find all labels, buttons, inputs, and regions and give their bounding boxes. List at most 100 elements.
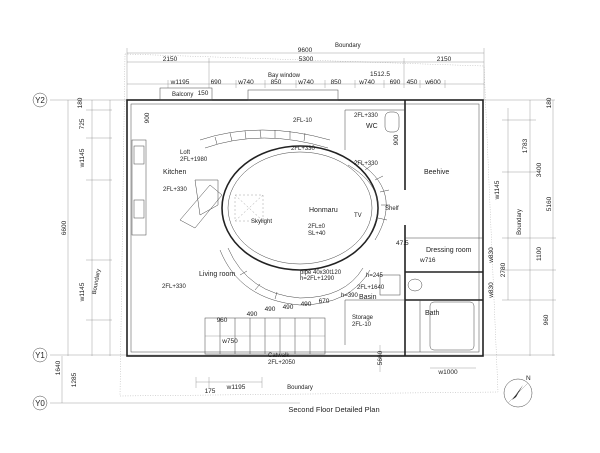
- straight-stair: [204, 317, 326, 355]
- room-wc: WC: [366, 123, 378, 130]
- room-storage: Storage: [352, 315, 374, 321]
- dim-row-2: w740: [237, 79, 254, 86]
- room-dressing: Dressing room: [426, 247, 472, 254]
- note-pipe-b: h=2FL+1290: [300, 276, 335, 282]
- dim-row-3: 850: [271, 79, 282, 86]
- dim-left-w1145-bottom: w1145: [79, 282, 86, 302]
- dim-row-7: 690: [390, 79, 401, 86]
- room-storage-level: 2FL-10: [352, 322, 372, 328]
- room-catwalk: Catwalk: [268, 353, 290, 359]
- exterior-walls: [126, 87, 484, 357]
- note-pipe-a: pipe 40x30t120: [300, 270, 342, 276]
- dim-right-960: 960: [543, 314, 550, 325]
- dim-left-a: 725: [79, 118, 86, 129]
- right-dimension-lines: [502, 100, 556, 356]
- dim-bottom-w1195: w1195: [226, 384, 246, 391]
- dim-stair-5: 670: [319, 298, 330, 305]
- dim-boundary-bottom: Boundary: [287, 385, 313, 391]
- drawing-title: Second Floor Detailed Plan: [288, 405, 379, 414]
- dim-stair-3: 490: [283, 304, 294, 311]
- site-boundary-line: [119, 53, 499, 397]
- level-2fl0: 2FL±0: [308, 224, 326, 230]
- curved-stairs: [199, 129, 390, 306]
- dim-47-5: 47.5: [396, 240, 409, 247]
- dim-row-9: w600: [424, 79, 441, 86]
- dim-row-5: 850: [331, 79, 342, 86]
- bath-fixtures: [379, 111, 475, 351]
- dim-left-top: 180: [77, 97, 84, 108]
- dim-boundary-top: Boundary: [335, 43, 361, 49]
- dim-right-1783: 1783: [522, 138, 529, 153]
- room-loft: Loft: [180, 150, 190, 156]
- level-2fl330-b: 2FL+330: [354, 113, 379, 119]
- dim-bottom-5660: 5660: [377, 350, 384, 365]
- dim-bottom-175: 175: [205, 388, 216, 395]
- room-bay-window: Bay window: [268, 73, 301, 79]
- top-dimension-lines: [126, 48, 485, 100]
- room-balcony: Balcony: [172, 92, 193, 98]
- level-2fl1640: 2FL+1640: [357, 285, 385, 291]
- note-h245: h=245: [366, 273, 384, 279]
- dim-stair-4: 490: [301, 301, 312, 308]
- dim-row-6: w740: [358, 79, 375, 86]
- dim-right-5160: 5160: [546, 196, 553, 211]
- dim-row-1: 690: [211, 79, 222, 86]
- dim-left-1640: 1640: [55, 360, 62, 375]
- room-catwalk-level: 2FL+2050: [268, 360, 296, 366]
- label-shelf: Shelf: [385, 206, 399, 212]
- dim-right-180: 180: [546, 97, 553, 108]
- left-dimension-lines: [61, 100, 112, 403]
- dim-boundary-right: Boundary: [517, 209, 523, 235]
- dim-left-total: 6600: [61, 220, 68, 235]
- level-2fl-10: 2FL-10: [293, 118, 313, 124]
- dim-w750: w750: [221, 338, 238, 345]
- dim-w716: w716: [419, 257, 436, 264]
- label-tv: TV: [354, 213, 362, 219]
- room-kitchen: Kitchen: [163, 169, 186, 176]
- dim-left-1285: 1285: [71, 372, 78, 387]
- dim-stair-1: 490: [247, 311, 258, 318]
- label-skylight: Skylight: [251, 219, 272, 225]
- note-h390: h=390: [341, 293, 359, 299]
- dim-row-0: w1195: [170, 79, 190, 86]
- interior-walls: [344, 100, 483, 356]
- level-2fl330-d: 2FL+330: [354, 161, 379, 167]
- dim-sub-right: 1512.5: [370, 71, 390, 78]
- dim-top-right: 2150: [437, 56, 452, 63]
- dim-left-w1145-top: w1145: [79, 148, 86, 168]
- dim-overall-width: 9600: [298, 47, 313, 54]
- kitchen-counter: [131, 139, 223, 236]
- grid-label-y2: Y2: [35, 96, 45, 105]
- dim-balcony-width: 150: [198, 90, 209, 97]
- bottom-dimension-lines: [195, 345, 476, 388]
- dim-stair-2: 490: [265, 306, 276, 313]
- dim-top-mid: 5300: [299, 56, 314, 63]
- dim-row-4: w740: [297, 79, 314, 86]
- room-honmaru: Honmaru: [309, 207, 338, 214]
- dim-stair-0: 960: [217, 317, 228, 324]
- dim-right-w830-a: w830: [488, 247, 495, 264]
- room-loft-level: 2FL+1980: [180, 157, 208, 163]
- dim-bottom-w1000: w1000: [437, 369, 458, 376]
- room-basin: Basin: [359, 294, 377, 301]
- dim-row-8: 450: [407, 79, 418, 86]
- dim-right-w830-b: w830: [488, 282, 495, 299]
- dim-boundary-left: Boundary: [92, 269, 102, 295]
- dim-right-3400: 3400: [536, 162, 543, 177]
- grid-label-y0: Y0: [35, 399, 45, 408]
- level-2fl330-a: 2FL+330: [163, 187, 188, 193]
- room-living: Living room: [199, 271, 235, 278]
- dim-left-b: 900: [144, 112, 151, 123]
- level-sl40: SL+40: [308, 231, 326, 237]
- dim-top-left: 2150: [163, 56, 178, 63]
- dim-right-900: 900: [393, 134, 400, 145]
- north-label: N: [526, 375, 531, 382]
- room-beehive: Beehive: [424, 169, 449, 176]
- dim-right-1100: 1100: [536, 247, 543, 261]
- dim-right-w1145: w1145: [494, 180, 501, 200]
- room-bath: Bath: [425, 310, 440, 317]
- dim-right-2780: 2780: [500, 262, 507, 277]
- grid-label-y1: Y1: [35, 351, 45, 360]
- north-arrow-icon: [503, 378, 533, 408]
